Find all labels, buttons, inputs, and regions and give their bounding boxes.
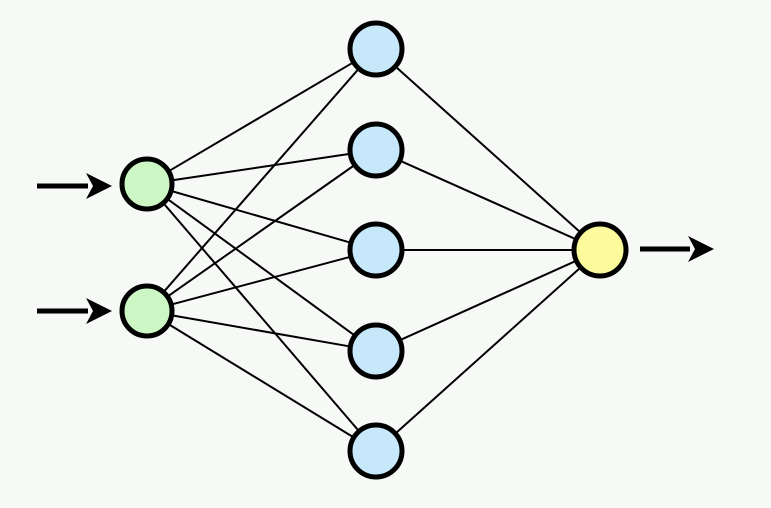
hidden-node-2[interactable] xyxy=(347,121,405,179)
edge-i1-h1 xyxy=(167,60,355,173)
edge-i2-h4 xyxy=(170,314,352,348)
edge-h2-o1 xyxy=(398,159,578,241)
input-node-1[interactable] xyxy=(119,156,175,212)
edge-i2-h1 xyxy=(162,67,361,294)
edge-i1-h3 xyxy=(169,189,353,245)
io-arrows-group xyxy=(37,173,714,324)
edge-i2-h5 xyxy=(166,322,356,439)
input-arrow-1-head xyxy=(86,173,112,199)
edge-h5-o1 xyxy=(393,265,583,436)
nodes-group xyxy=(119,20,629,480)
edge-h4-o1 xyxy=(398,259,578,342)
output-arrow-1-head xyxy=(688,236,714,262)
hidden-node-5[interactable] xyxy=(347,422,405,480)
edge-i1-h5 xyxy=(161,201,361,433)
edge-i2-h2 xyxy=(166,163,357,299)
hidden-node-1[interactable] xyxy=(347,20,405,78)
edges-group xyxy=(161,60,583,439)
input-node-2[interactable] xyxy=(119,283,175,339)
hidden-node-4[interactable] xyxy=(347,322,405,380)
edge-i1-h4 xyxy=(165,197,357,338)
edge-i2-h3 xyxy=(169,255,353,306)
edge-h1-o1 xyxy=(393,64,583,235)
input-arrow-2-head xyxy=(86,298,112,324)
hidden-node-3[interactable] xyxy=(347,221,405,279)
output-node-1[interactable] xyxy=(571,221,629,279)
edge-i1-h2 xyxy=(170,152,352,182)
